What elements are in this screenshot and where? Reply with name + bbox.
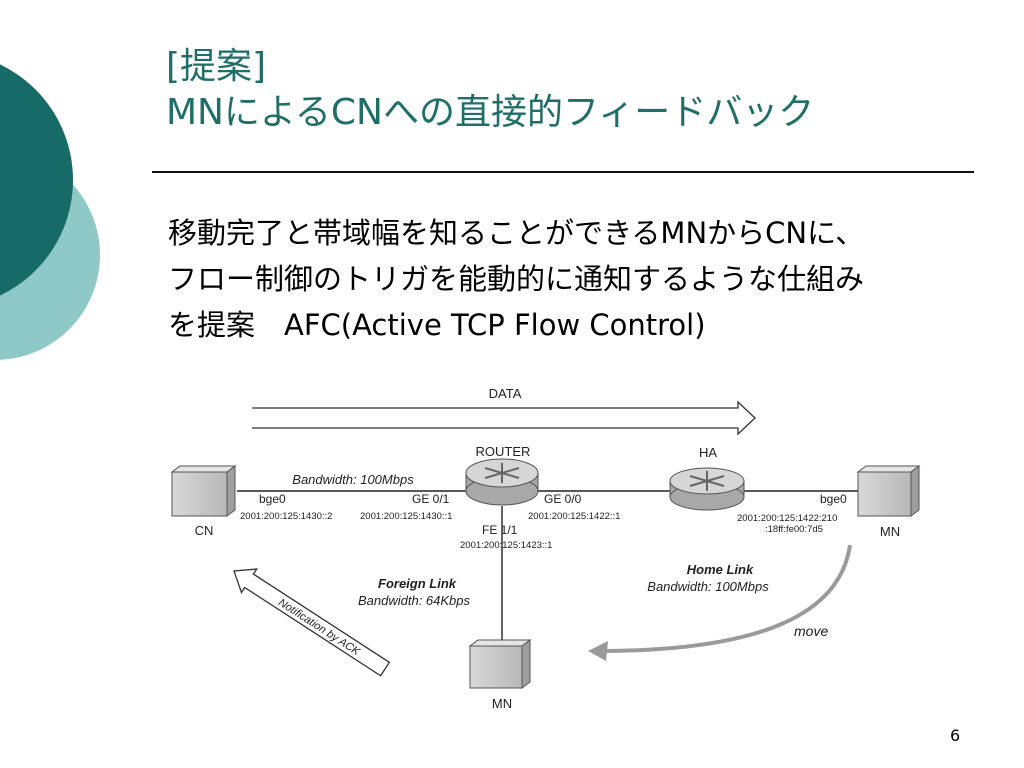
body-line-3: を提案 AFC(Active TCP Flow Control) xyxy=(168,308,706,342)
decorative-circles xyxy=(0,64,100,360)
cn-label: CN xyxy=(195,523,214,538)
title-divider xyxy=(152,171,974,173)
page-number: 6 xyxy=(950,726,961,745)
mn-bottom-label: MN xyxy=(492,696,512,711)
mn-right-node xyxy=(856,465,921,517)
body-line-1: 移動完了と帯域幅を知ることができるMNからCNに、 xyxy=(168,216,865,250)
router-ge01-label: GE 0/1 xyxy=(412,492,450,506)
foreign-link-title: Foreign Link xyxy=(378,576,457,591)
ha-node xyxy=(669,467,745,511)
ha-label: HA xyxy=(699,445,717,460)
slide-title: [提案] MNによるCNへの直接的フィードバック xyxy=(166,44,814,136)
router-label: ROUTER xyxy=(476,444,531,459)
home-link-title: Home Link xyxy=(687,562,754,577)
router-ge01-address: 2001:200:125:1430::1 xyxy=(360,511,452,522)
mn-bottom-node xyxy=(468,639,532,689)
data-arrow xyxy=(252,400,756,436)
slide-body: 移動完了と帯域幅を知ることができるMNからCNに、 フロー制御のトリガを能動的に… xyxy=(168,210,988,348)
fe-address: 2001:200:125:1423::1 xyxy=(460,540,552,551)
mn-address-line1: 2001:200:125:1422:210 xyxy=(737,513,837,524)
cn-iface-label: bge0 xyxy=(259,492,286,506)
foreign-link-bandwidth: Bandwidth: 64Kbps xyxy=(358,593,471,608)
router-ge00-label: GE 0/0 xyxy=(544,492,582,506)
title-line-2: MNによるCNへの直接的フィードバック xyxy=(166,92,815,133)
cn-address: 2001:200:125:1430::2 xyxy=(240,511,332,522)
cn-node xyxy=(170,465,237,517)
fe-label: FE 1/1 xyxy=(482,523,518,537)
dark-circle xyxy=(0,64,73,296)
network-diagram: DATA CN ROUTER HA MN MN Bandwidth: 100M xyxy=(170,386,921,711)
mn-right-label: MN xyxy=(880,524,900,539)
mn-iface-label: bge0 xyxy=(820,492,847,506)
data-label: DATA xyxy=(489,386,522,401)
router-node xyxy=(465,458,539,506)
router-ge00-address: 2001:200:125:1422::1 xyxy=(528,511,620,522)
title-line-1: [提案] xyxy=(166,46,267,87)
notification-label: Notification by ACK xyxy=(276,597,362,659)
home-link-bandwidth: Bandwidth: 100Mbps xyxy=(647,579,769,594)
body-line-2: フロー制御のトリガを能動的に通知するような仕組み xyxy=(168,262,865,296)
move-arrow xyxy=(588,544,852,661)
mn-address-line2: :18ff:fe00:7d5 xyxy=(765,524,823,535)
notification-arrow: Notification by ACK xyxy=(233,568,391,677)
bandwidth-top-label: Bandwidth: 100Mbps xyxy=(292,472,414,487)
move-label: move xyxy=(794,623,828,639)
